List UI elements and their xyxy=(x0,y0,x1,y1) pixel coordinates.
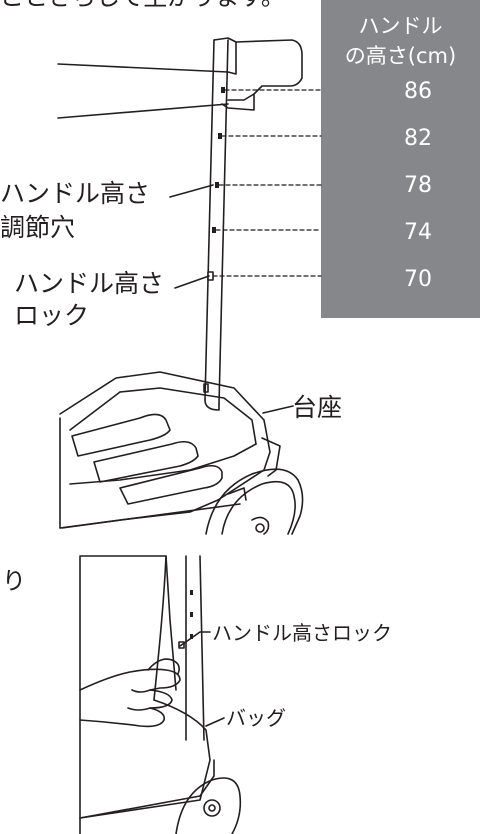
handle-grip xyxy=(57,63,229,119)
hand xyxy=(79,668,181,728)
handle-top xyxy=(213,37,303,111)
height-lock-label-line2: ロック xyxy=(14,301,90,330)
adjust-holes-label-line1: ハンドル高さ xyxy=(0,179,151,208)
wheel xyxy=(205,468,304,535)
left-text-fragment: り xyxy=(2,567,26,595)
handle-height-panel: ハンドル の高さ(cm) 86 82 78 74 70 xyxy=(321,0,480,318)
bag-label: バッグ xyxy=(226,706,286,730)
height-value-78: 78 xyxy=(404,173,432,198)
height-lock-label-line1: ハンドル高さ xyxy=(14,269,165,298)
top-caption: ことさらして主がります。 xyxy=(0,0,285,13)
height-value-86: 86 xyxy=(404,79,432,104)
height-value-82: 82 xyxy=(404,126,432,151)
lower-height-lock-label: ハンドル高さロック xyxy=(212,621,392,645)
height-value-74: 74 xyxy=(404,220,432,245)
adjust-holes xyxy=(212,87,225,233)
handle-pole xyxy=(204,39,229,405)
height-guide-lines xyxy=(212,89,322,277)
height-value-70: 70 xyxy=(404,267,432,292)
panel-header-line2: の高さ(cm) xyxy=(344,44,457,68)
bag xyxy=(79,555,167,834)
base-label: 台座 xyxy=(292,393,343,422)
panel-header-line1: ハンドル xyxy=(358,14,443,38)
adjust-holes-label-line2: 調節穴 xyxy=(0,213,76,242)
